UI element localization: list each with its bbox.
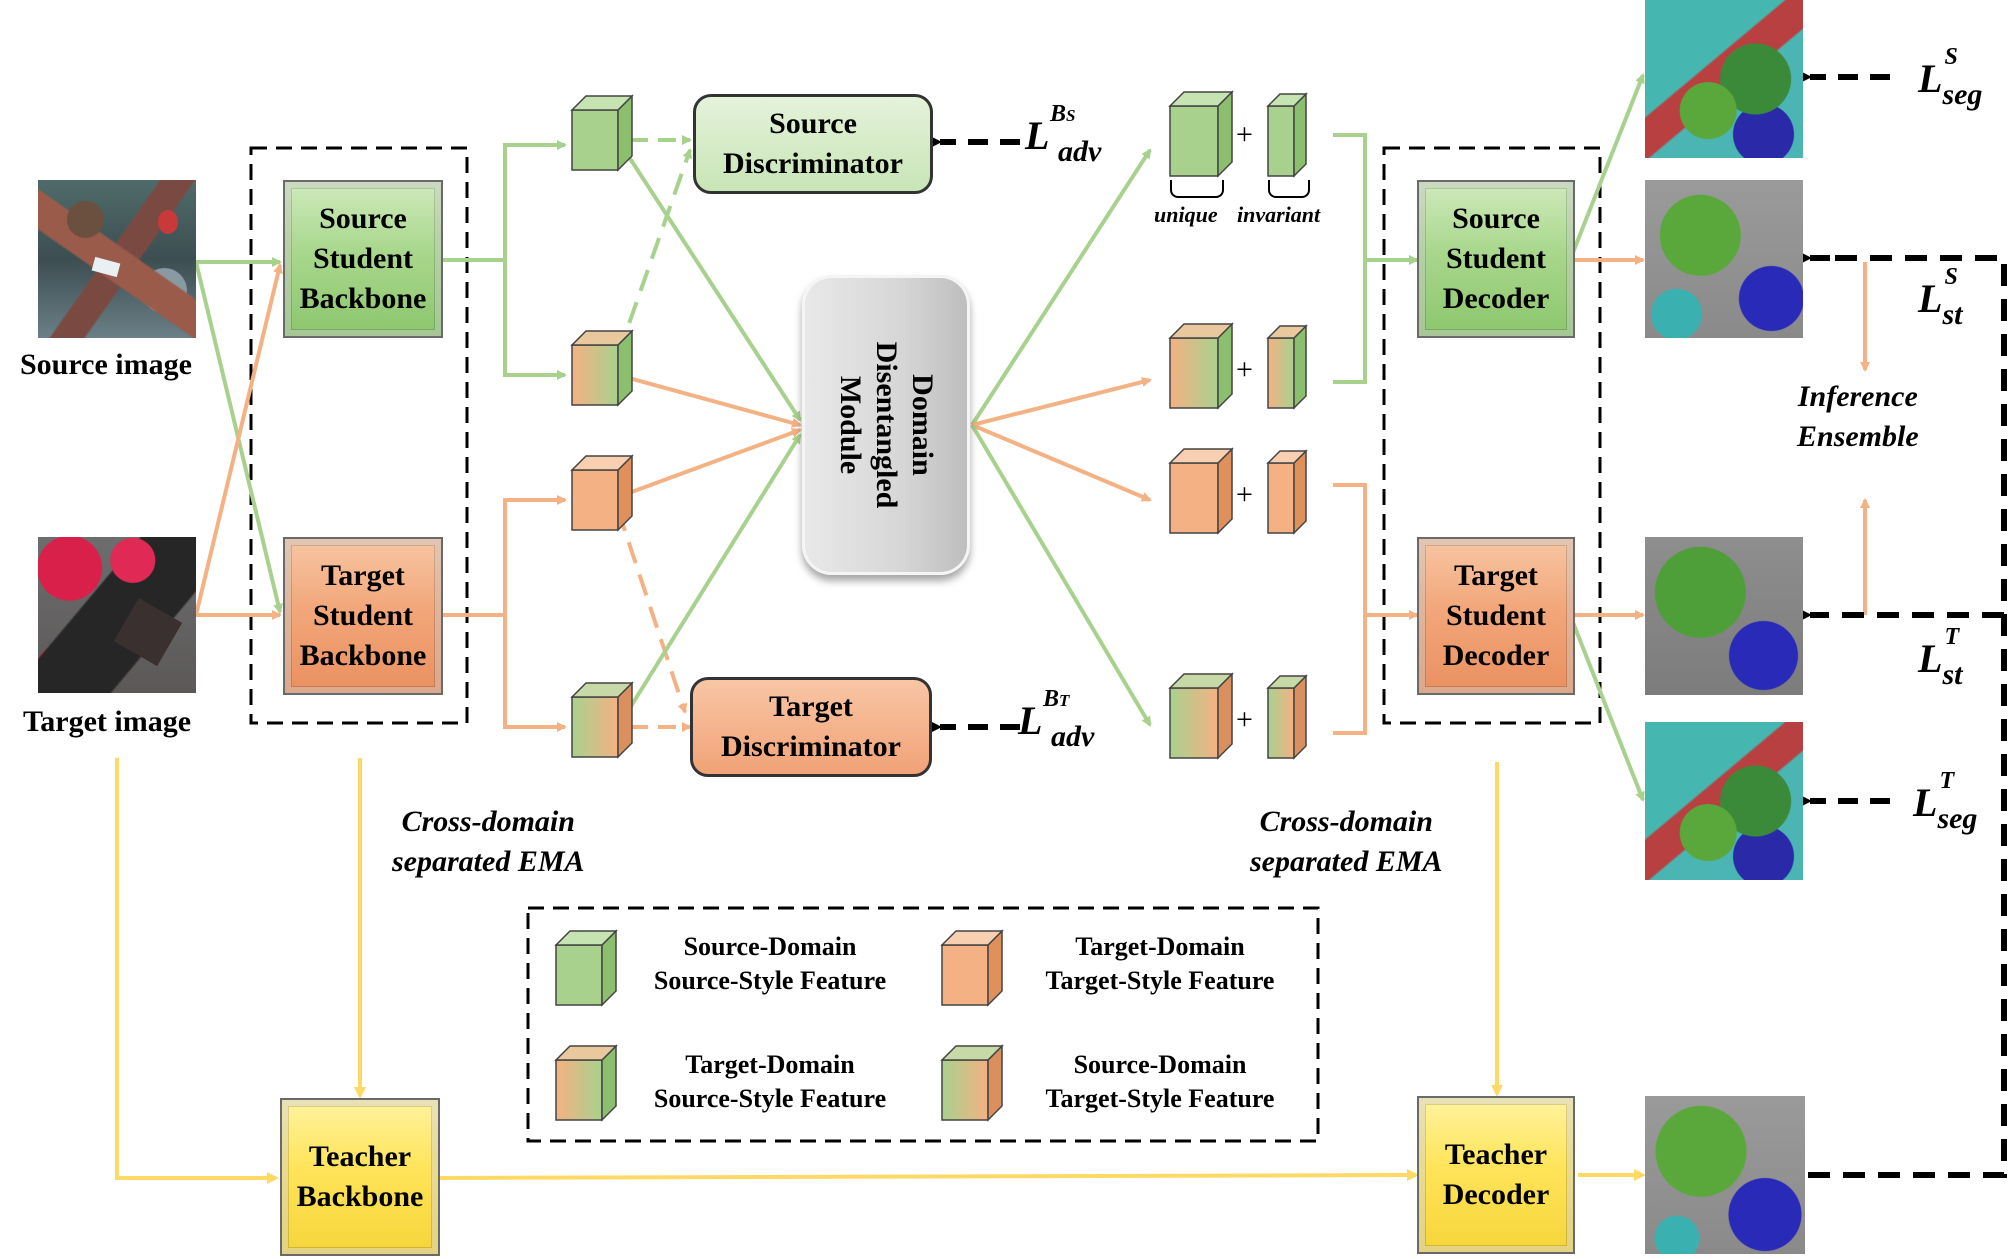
legend-cube-target-target: [940, 929, 1004, 1007]
loss-adv-source: L BS adv: [1025, 101, 1102, 168]
segmentation-map-source-st: [1645, 180, 1803, 338]
cube-target-target: [570, 454, 634, 532]
segmentation-map-source-seg: [1645, 0, 1803, 158]
cube-unique: [1168, 447, 1234, 535]
segmentation-map-target-st: [1645, 537, 1803, 695]
cube-unique: [1168, 322, 1234, 410]
cube-invariant: [1266, 324, 1308, 410]
cube-unique: [1168, 672, 1234, 760]
legend-cube-source-target: [940, 1044, 1004, 1122]
unique-label: unique: [1154, 202, 1218, 227]
unique-brace: [1170, 180, 1224, 198]
cube-source-target: [570, 681, 634, 759]
student-decoder-frame: [1382, 146, 1602, 725]
legend-frame: [526, 906, 1320, 1143]
plus-sign: +: [1236, 118, 1253, 151]
cube-invariant: [1266, 449, 1308, 535]
segmentation-map-teacher: [1645, 1096, 1805, 1254]
invariant-label: invariant: [1237, 202, 1321, 227]
cube-source-source: [570, 94, 634, 172]
plus-sign: +: [1236, 353, 1253, 386]
legend-cube-source-source: [554, 929, 618, 1007]
legend-cube-target-source: [554, 1044, 618, 1122]
loss-adv-target: L BT adv: [1018, 686, 1095, 753]
target-image-label: Target image: [23, 705, 192, 738]
cube-unique: [1168, 90, 1234, 178]
student-backbone-frame: [249, 146, 469, 725]
cube-target-source: [570, 329, 634, 407]
plus-sign: +: [1236, 478, 1253, 511]
source-image-label: Source image: [20, 348, 192, 381]
cube-invariant: [1266, 92, 1308, 178]
segmentation-map-target-seg: [1645, 722, 1803, 880]
source-image: [38, 180, 196, 338]
invariant-brace: [1268, 180, 1310, 198]
target-image: [38, 537, 196, 693]
plus-sign: +: [1236, 703, 1253, 736]
cube-invariant: [1266, 674, 1308, 760]
